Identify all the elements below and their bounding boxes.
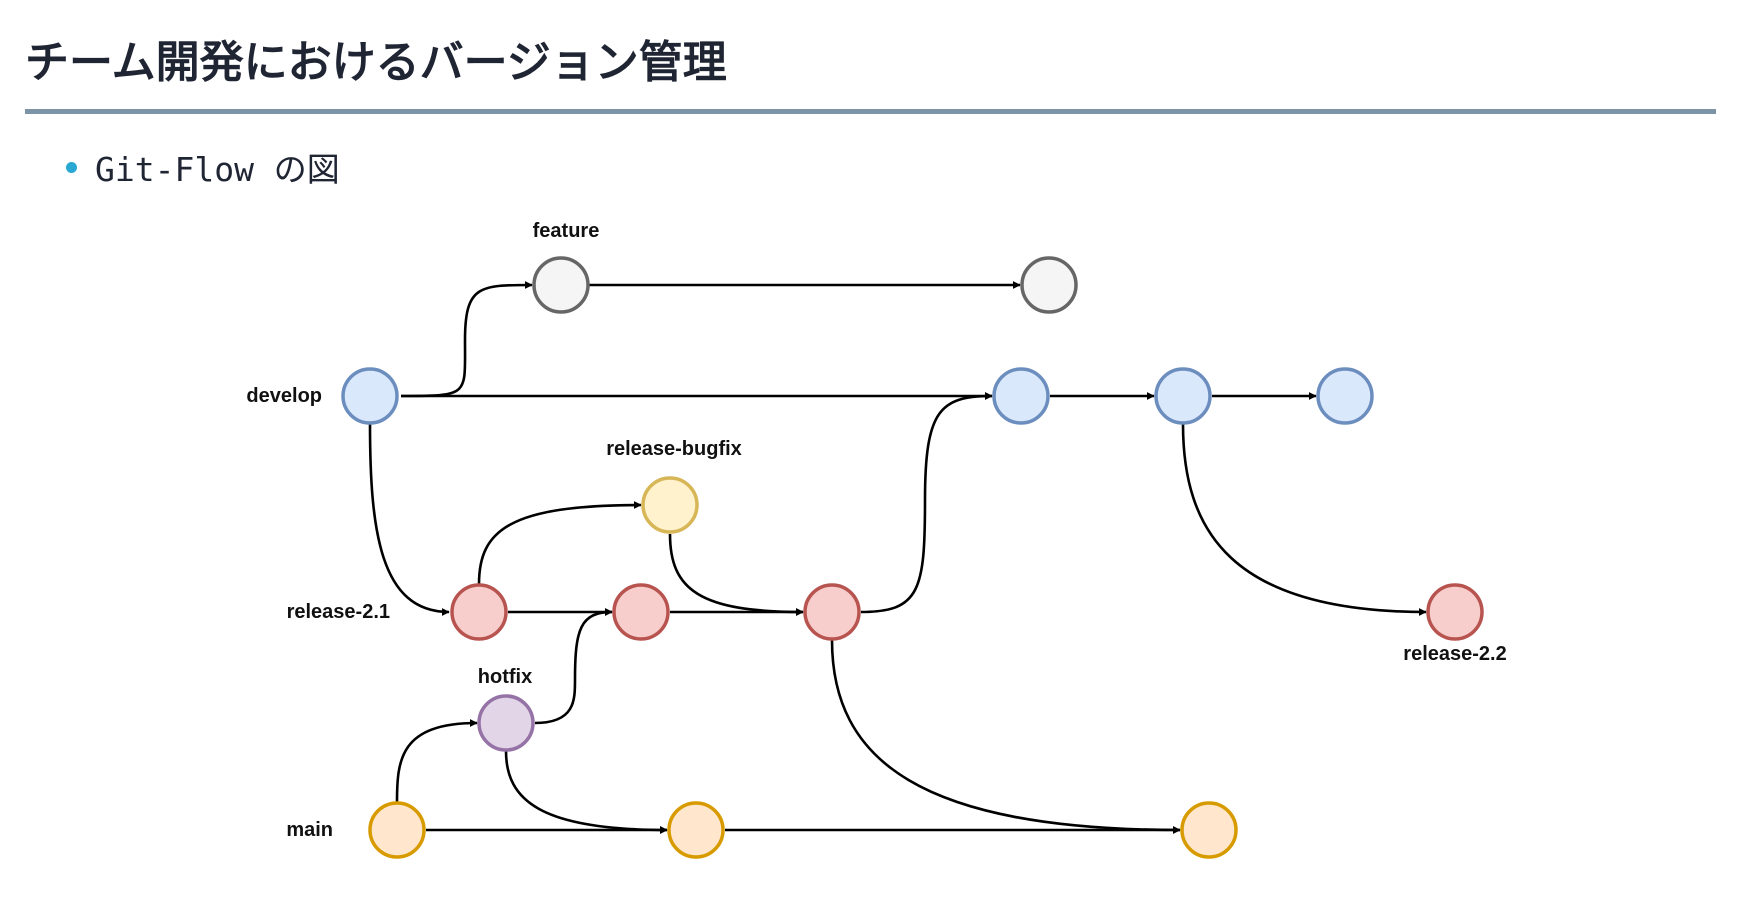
label-hotfix: hotfix <box>478 666 532 688</box>
edge-develop-to-release-2-1 <box>368 423 450 616</box>
edge-develop-to-feature <box>400 281 533 398</box>
edge-hotfix-to-release-2-1 <box>534 608 613 725</box>
edge-release-2-1-to-develop <box>860 392 993 614</box>
edge-release-bugfix-to-release-2-1-3 <box>668 533 804 616</box>
edges <box>368 281 1427 834</box>
release-2-2-commit <box>1426 583 1484 641</box>
label-release-2-1: release-2.1 <box>287 601 390 623</box>
bullet-text: Git-Flow の図 <box>95 150 340 189</box>
edge-release-2-1-to-release-bugfix <box>477 501 642 585</box>
hotfix-commit <box>477 694 535 752</box>
develop-commit-3 <box>1154 367 1212 425</box>
branch-labels: feature develop release-bugfix release-2… <box>246 220 1506 841</box>
bullet-dot-icon <box>66 161 77 173</box>
label-release-bugfix: release-bugfix <box>606 438 742 460</box>
release-bugfix-commit <box>641 476 699 534</box>
develop-commit-2 <box>992 367 1050 425</box>
edge-main-to-hotfix <box>395 719 478 803</box>
develop-commit-1 <box>341 367 399 425</box>
edge-hotfix-to-main <box>504 750 668 834</box>
develop-commit-4 <box>1316 367 1374 425</box>
edge-develop-to-release-2-2 <box>1181 423 1427 616</box>
label-release-2-2: release-2.2 <box>1403 643 1506 665</box>
feature-commit-1 <box>532 256 590 314</box>
release-2-1-commit-2 <box>612 583 670 641</box>
bullet-item: Git-Flow の図 <box>66 142 340 192</box>
release-2-1-commit-3 <box>803 583 861 641</box>
main-commit-2 <box>667 801 725 859</box>
label-develop: develop <box>246 385 322 407</box>
label-feature: feature <box>533 220 600 242</box>
release-2-1-commit-1 <box>450 583 508 641</box>
nodes <box>341 256 1484 859</box>
title-divider <box>25 109 1716 114</box>
edge-release-2-1-to-main <box>830 639 1181 834</box>
main-commit-1 <box>368 801 426 859</box>
label-main: main <box>286 819 333 841</box>
main-commit-3 <box>1180 801 1238 859</box>
page-title: チーム開発におけるバージョン管理 <box>25 37 727 88</box>
feature-commit-2 <box>1020 256 1078 314</box>
